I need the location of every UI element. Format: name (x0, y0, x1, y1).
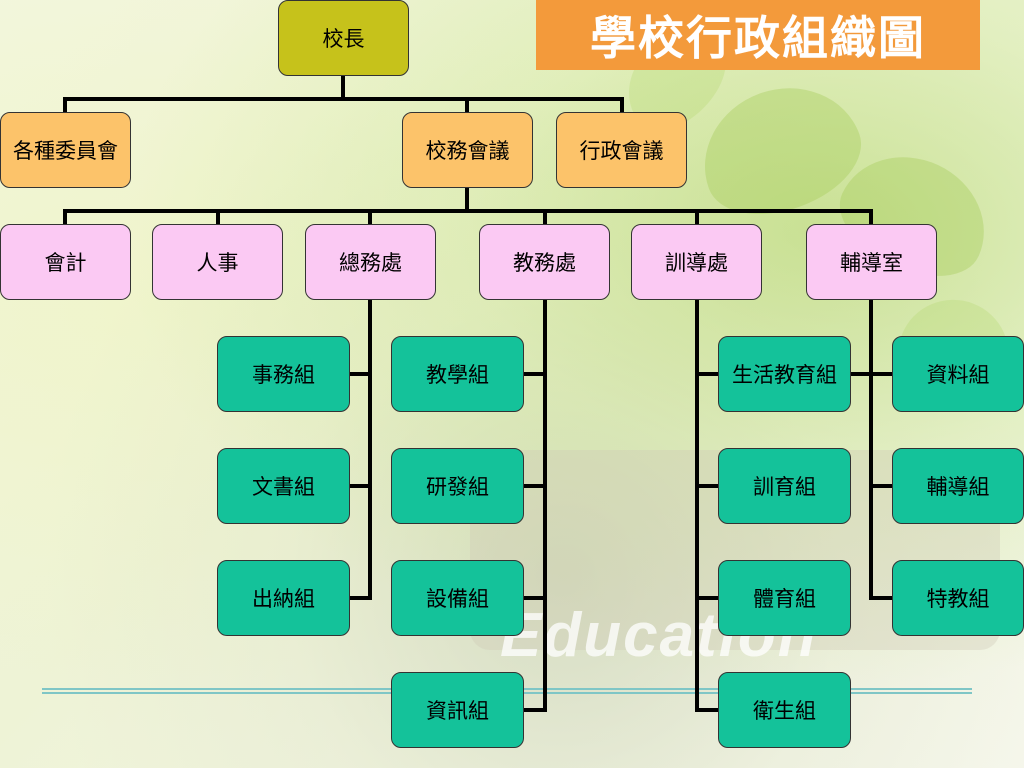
node-academic-affairs: 教務處 (479, 224, 610, 300)
node-committees: 各種委員會 (0, 112, 131, 188)
node-section: 特教組 (892, 560, 1024, 636)
node-admin-meeting: 行政會議 (556, 112, 687, 188)
node-counseling: 輔導室 (806, 224, 937, 300)
node-section: 輔導組 (892, 448, 1024, 524)
node-section: 資訊組 (391, 672, 524, 748)
node-section: 教學組 (391, 336, 524, 412)
node-section: 體育組 (718, 560, 851, 636)
node-section: 訓育組 (718, 448, 851, 524)
node-section: 生活教育組 (718, 336, 851, 412)
node-section: 衛生組 (718, 672, 851, 748)
node-section: 文書組 (217, 448, 350, 524)
node-personnel: 人事 (152, 224, 283, 300)
node-section: 資料組 (892, 336, 1024, 412)
node-general-affairs: 總務處 (305, 224, 436, 300)
node-accounting: 會計 (0, 224, 131, 300)
node-section: 研發組 (391, 448, 524, 524)
page-title: 學校行政組織圖 (536, 0, 980, 70)
node-section: 出納組 (217, 560, 350, 636)
node-section: 事務組 (217, 336, 350, 412)
node-student-affairs: 訓導處 (631, 224, 762, 300)
node-principal: 校長 (278, 0, 409, 76)
node-school-affairs-meeting: 校務會議 (402, 112, 533, 188)
node-section: 設備組 (391, 560, 524, 636)
